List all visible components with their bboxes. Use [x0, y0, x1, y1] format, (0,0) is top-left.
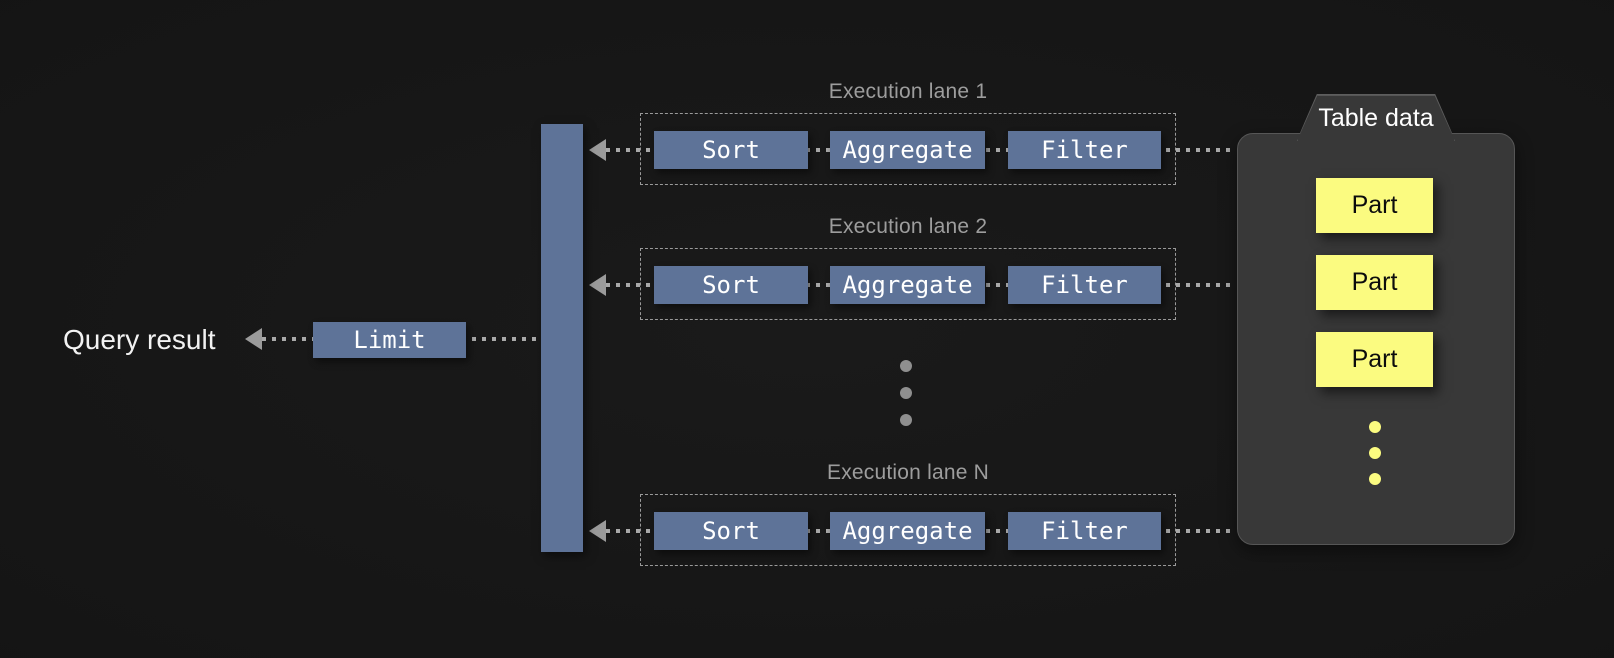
lane-title-1: Execution lane 1 [828, 80, 988, 103]
lane-ellipsis-dot [900, 387, 912, 399]
operator-sort-lane-2[interactable]: Sort [654, 266, 808, 304]
table-data-title: Table data [1318, 104, 1434, 132]
arrow-lane-1-to-merge-icon [589, 139, 606, 161]
lane-title-2: Execution lane 2 [828, 215, 988, 238]
lane-title-n: Execution lane N [827, 461, 989, 484]
part-box[interactable]: Part [1316, 332, 1433, 387]
operator-filter-lane-2[interactable]: Filter [1008, 266, 1161, 304]
part-box[interactable]: Part [1316, 178, 1433, 233]
part-ellipsis-dot [1369, 447, 1381, 459]
operator-aggregate-lane-2[interactable]: Aggregate [830, 266, 985, 304]
operator-aggregate-lane-n[interactable]: Aggregate [830, 512, 985, 550]
lane-ellipsis-dot [900, 360, 912, 372]
part-ellipsis-dot [1369, 421, 1381, 433]
part-ellipsis-dot [1369, 473, 1381, 485]
arrow-to-query-result-icon [245, 328, 262, 350]
merge-bar[interactable] [541, 124, 583, 552]
part-box[interactable]: Part [1316, 255, 1433, 310]
operator-sort-lane-n[interactable]: Sort [654, 512, 808, 550]
arrow-lane-2-to-merge-icon [589, 274, 606, 296]
operator-aggregate-lane-1[interactable]: Aggregate [830, 131, 985, 169]
table-data-tab [1297, 95, 1455, 141]
lane-ellipsis-dot [900, 414, 912, 426]
operator-sort-lane-1[interactable]: Sort [654, 131, 808, 169]
operator-limit[interactable]: Limit [313, 322, 466, 358]
query-result-label: Query result [63, 324, 216, 355]
arrow-lane-n-to-merge-icon [589, 520, 606, 542]
operator-filter-lane-n[interactable]: Filter [1008, 512, 1161, 550]
operator-filter-lane-1[interactable]: Filter [1008, 131, 1161, 169]
